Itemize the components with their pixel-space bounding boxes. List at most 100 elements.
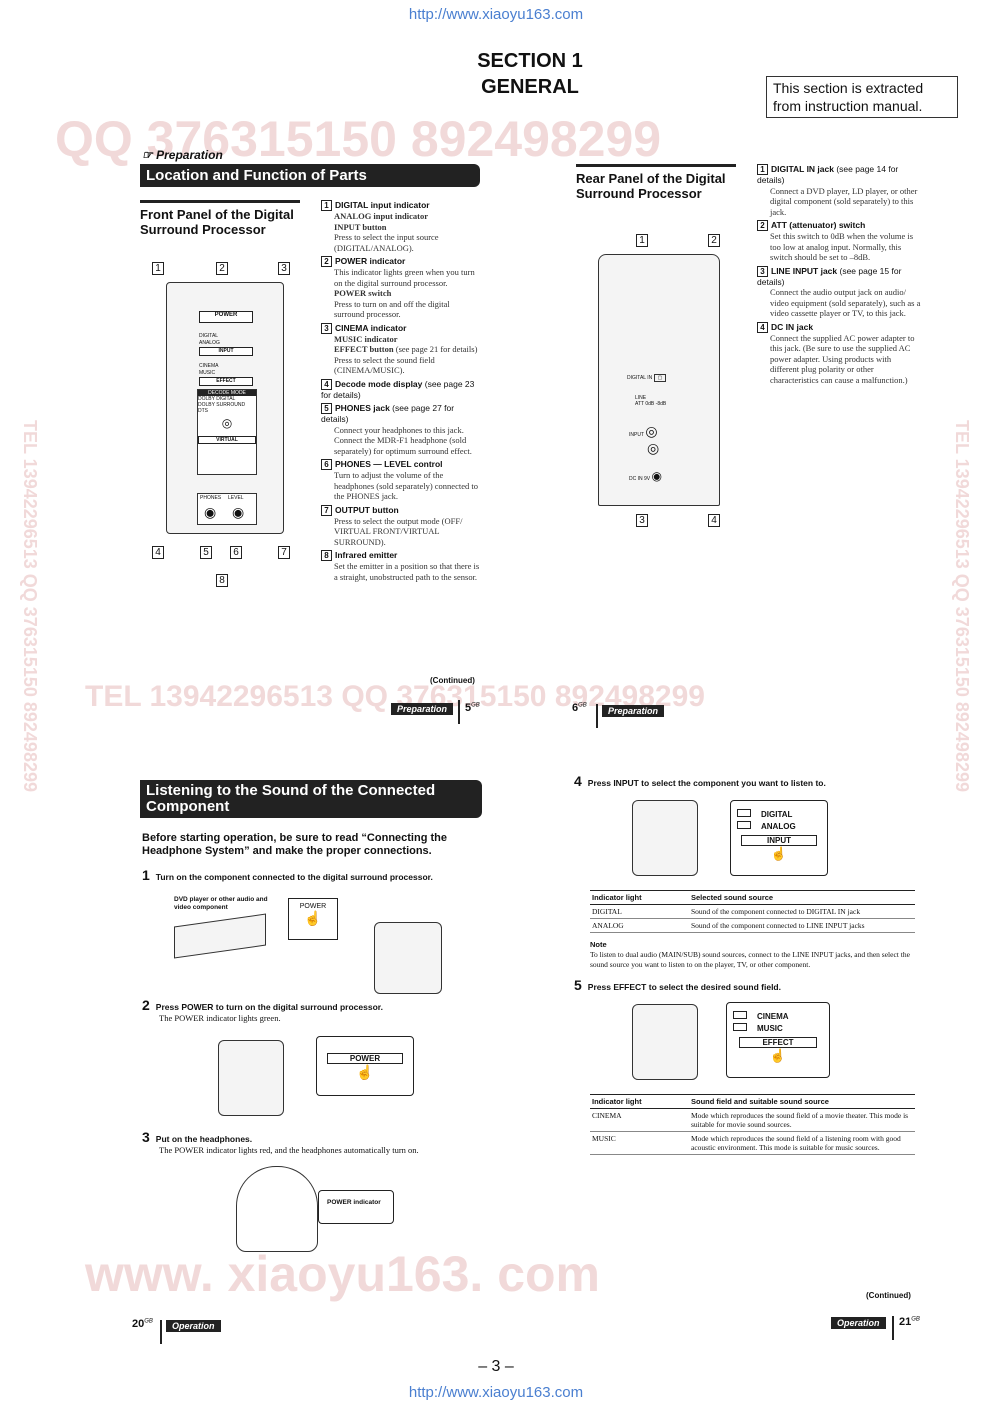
- item-description: Press to select the output mode (OFF/ VI…: [334, 515, 463, 547]
- rear-callout-1: 1: [636, 234, 648, 247]
- note-text: To listen to dual audio (MAIN/SUB) sound…: [590, 950, 910, 969]
- step-subtext: The POWER indicator lights green.: [159, 1013, 281, 1023]
- item-number: 6: [321, 459, 332, 470]
- effect-button: EFFECT: [199, 377, 253, 386]
- item-title: DC IN jack: [771, 321, 814, 332]
- footer-section-p5: Preparation: [391, 703, 454, 715]
- power-switch: POWER: [199, 311, 253, 323]
- digital-indicator-label: DIGITAL: [199, 333, 219, 339]
- page-number-20: 20GB: [132, 1318, 153, 1330]
- analog-indicator-label: ANALOG: [199, 340, 220, 346]
- line-label: LINE: [635, 395, 647, 401]
- rear-panel-heading: Rear Panel of the Digital Surround Proce…: [576, 164, 736, 201]
- item-title: CINEMA indicator: [335, 322, 407, 333]
- analog-label: ANALOG: [761, 822, 796, 831]
- dvd-player-illustration: [174, 913, 266, 959]
- page-number-5: 5GB: [465, 702, 480, 714]
- att-8db-label: -8dB: [655, 401, 667, 407]
- level-knob-icon: ◉: [232, 504, 245, 520]
- decode-mode-label: DECODE MODE: [198, 390, 256, 396]
- att-label: ATT: [635, 401, 644, 407]
- item-title: Infrared emitter: [335, 550, 398, 560]
- item-description: Connect a DVD player, LD player, or othe…: [770, 185, 918, 217]
- continued-label-p5: (Continued): [430, 676, 475, 685]
- footer-url[interactable]: http://www.xiaoyu163.com: [408, 1384, 584, 1401]
- hand-press-icon: ☝: [304, 910, 322, 926]
- watermark-qq: QQ 376315150 892498299: [55, 111, 662, 167]
- item-description: Set the emitter in a position so that th…: [334, 561, 480, 582]
- table-cell: Sound of the component connected to DIGI…: [689, 904, 915, 919]
- item-ref: (see page 21 for details): [393, 344, 478, 354]
- cinema-label: CINEMA: [757, 1012, 789, 1021]
- item-description: Press to turn on and off the digital sur…: [334, 298, 450, 320]
- table-cell: Mode which reproduces the sound field of…: [689, 1131, 915, 1155]
- att-0db-label: 0dB: [645, 401, 655, 407]
- dvd-player-label: DVD player or other audio and video comp…: [174, 896, 268, 911]
- effect-group: CINEMA MUSIC EFFECT: [199, 363, 253, 386]
- hand-press-icon: ☝: [770, 846, 788, 861]
- decode-mode-display: DECODE MODE DOLBY DIGITAL DOLBY SURROUND…: [197, 389, 257, 475]
- item-description: Connect the supplied AC power adapter to…: [770, 332, 915, 385]
- rca-jack-icon: ◎: [645, 423, 658, 439]
- step-number: 4: [574, 773, 582, 789]
- cinema-indicator-label: CINEMA: [199, 363, 219, 369]
- processor-illustration-3: [632, 800, 698, 876]
- table-header: Selected sound source: [689, 890, 915, 905]
- item-description: Connect the audio output jack on audio/ …: [770, 287, 921, 318]
- item-title: Decode mode display: [335, 378, 423, 389]
- page-number-6: 6GB: [572, 702, 587, 714]
- item-title: OUTPUT button: [335, 504, 399, 515]
- step-number: 3: [142, 1129, 150, 1145]
- callout-2: 2: [216, 262, 228, 275]
- item-number: 4: [757, 321, 768, 333]
- header-url[interactable]: http://www.xiaoyu163.com: [408, 6, 584, 23]
- watermark-side-left: TEL 13942296513 QQ 376315150 892498299: [20, 420, 40, 792]
- front-panel-diagram: 1 2 3 POWER DIGITAL ANALOG INPUT CINEMA …: [150, 260, 300, 590]
- item-ref: (see page 15 for details): [757, 265, 902, 287]
- step-number: 1: [142, 867, 150, 883]
- digital-in-label: DIGITAL IN: [627, 375, 653, 381]
- callout-7: 7: [278, 546, 290, 559]
- step-number: 5: [574, 977, 582, 993]
- note-title: Note: [590, 940, 607, 949]
- rear-callout-2: 2: [708, 234, 720, 247]
- processor-illustration-1: [374, 922, 442, 994]
- callout-8: 8: [216, 574, 228, 587]
- item-description: Press to select the input source (DIGITA…: [334, 232, 439, 253]
- hand-press-icon: ☝: [769, 1048, 787, 1063]
- item-title: INPUT button: [334, 221, 387, 232]
- item-ref: (see page 14 for details): [757, 164, 899, 185]
- step-number: 2: [142, 997, 150, 1013]
- table-cell: Sound of the component connected to LINE…: [689, 918, 915, 933]
- item-description: Connect your headphones to this jack. Co…: [334, 424, 472, 456]
- callout-6: 6: [230, 546, 242, 559]
- section-bar-listening: Listening to the Sound of the Connected …: [140, 780, 482, 818]
- item-number: 7: [321, 504, 332, 516]
- music-label: MUSIC: [757, 1024, 783, 1033]
- dts-label: DTS: [198, 408, 208, 414]
- footer-section-p6: Preparation: [602, 705, 665, 717]
- item-number: 1: [757, 164, 768, 175]
- item-description: Set this switch to 0dB when the volume i…: [770, 231, 914, 262]
- item-title: DIGITAL IN jack: [771, 164, 834, 174]
- phones-jack-icon: ◉: [204, 504, 217, 520]
- line-input-jacks: INPUT ◎◎: [629, 423, 681, 457]
- item-number: 3: [321, 322, 332, 334]
- table-header: Indicator light: [590, 1094, 689, 1109]
- processor-illustration-2: [218, 1040, 284, 1116]
- item-title: PHONES — LEVEL control: [335, 459, 443, 469]
- document-page-number: – 3 –: [478, 1358, 514, 1375]
- callout-3: 3: [278, 262, 290, 275]
- watermark-side-right: TEL 13942296513 QQ 376315150 892498299: [952, 420, 972, 792]
- item-title: ATT (attenuator) switch: [771, 220, 866, 230]
- table-cell: Mode which reproduces the sound field of…: [689, 1108, 915, 1132]
- power-press-callout: POWER ☝: [316, 1036, 414, 1096]
- input-button: INPUT: [199, 347, 253, 356]
